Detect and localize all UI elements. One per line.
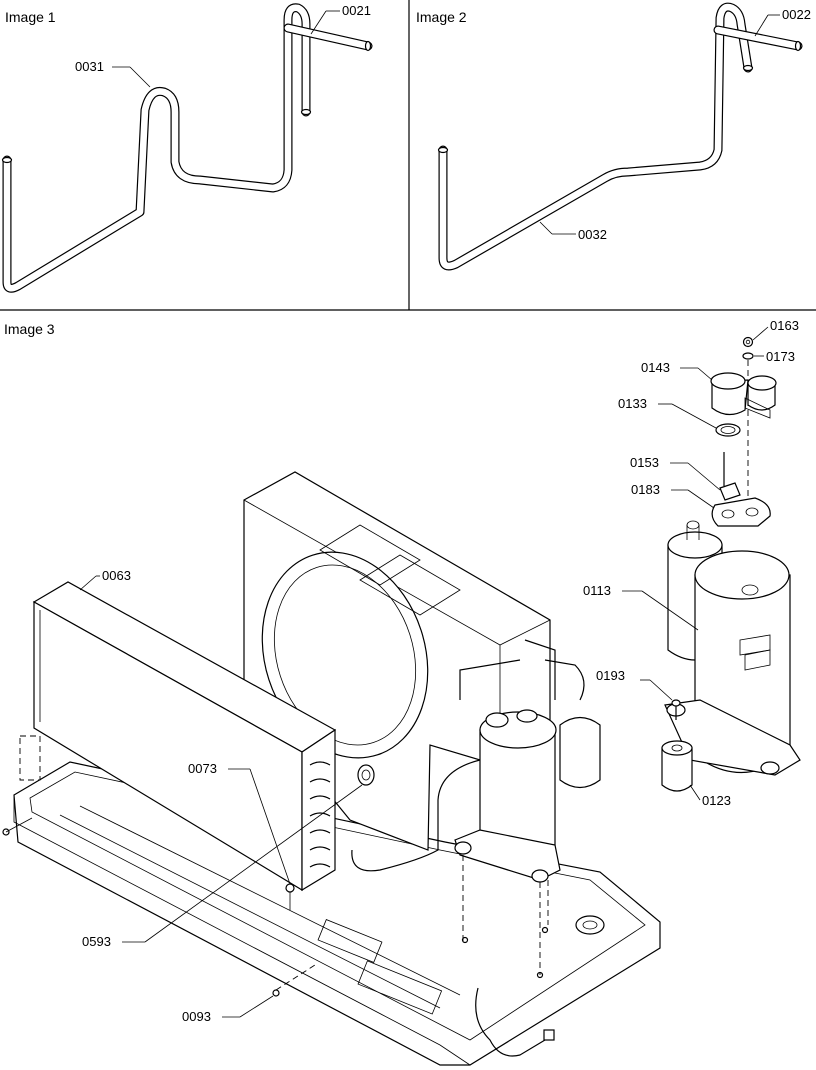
gasket-0133 xyxy=(715,423,741,437)
panel-title-image3: Image 3 xyxy=(4,321,55,337)
washer-0173 xyxy=(742,352,754,510)
svg-text:0022: 0022 xyxy=(782,7,811,22)
svg-text:0073: 0073 xyxy=(188,761,217,776)
screw-0093 xyxy=(272,964,316,997)
svg-text:0183: 0183 xyxy=(631,482,660,497)
nut-0163 xyxy=(742,336,754,348)
svg-text:0031: 0031 xyxy=(75,59,104,74)
callout-0093: 0093 xyxy=(182,995,274,1024)
grommet-0123 xyxy=(661,740,693,792)
screw-0073 xyxy=(285,883,295,910)
overload-0153 xyxy=(719,452,741,501)
callout-0123: 0123 xyxy=(689,784,731,808)
fitting-0021 xyxy=(283,23,373,52)
callout-0113: 0113 xyxy=(583,583,699,631)
svg-text:0133: 0133 xyxy=(618,396,647,411)
condenser-coil-0063 xyxy=(2,581,337,892)
svg-text:0063: 0063 xyxy=(102,568,131,583)
gasket-0183 xyxy=(711,497,771,527)
service-valve-0593 xyxy=(357,764,375,786)
svg-text:0093: 0093 xyxy=(182,1009,211,1024)
callout-0063: 0063 xyxy=(79,568,131,591)
compressor-assembled xyxy=(351,639,601,975)
svg-text:0593: 0593 xyxy=(82,934,111,949)
callout-0593: 0593 xyxy=(82,784,363,949)
svg-text:0193: 0193 xyxy=(596,668,625,683)
compressor-0113 xyxy=(664,520,801,776)
callout-0173: 0173 xyxy=(754,349,795,364)
callout-0032: 0032 xyxy=(539,221,607,242)
svg-text:0123: 0123 xyxy=(702,793,731,808)
callout-0153: 0153 xyxy=(630,455,721,491)
panel-dividers xyxy=(0,0,816,311)
base-pan xyxy=(13,761,661,1066)
tube-0031 xyxy=(1,3,312,293)
terminal-cover-0143 xyxy=(710,372,777,419)
callout-0073: 0073 xyxy=(188,761,291,885)
bolt-0193 xyxy=(671,699,681,720)
callout-0193: 0193 xyxy=(596,668,673,701)
svg-text:0032: 0032 xyxy=(578,227,607,242)
panel-title-image1: Image 1 xyxy=(5,9,56,25)
callout-0022: 0022 xyxy=(754,7,811,37)
callout-0031: 0031 xyxy=(75,59,151,88)
svg-text:0021: 0021 xyxy=(342,3,371,18)
callout-0163: 0163 xyxy=(752,318,799,341)
fitting-0022 xyxy=(713,25,803,52)
svg-text:0153: 0153 xyxy=(630,455,659,470)
callout-0133: 0133 xyxy=(618,396,717,429)
svg-text:0113: 0113 xyxy=(583,583,611,598)
svg-text:0173: 0173 xyxy=(766,349,795,364)
tube-0032 xyxy=(437,2,754,271)
coil-return-bends xyxy=(309,761,331,868)
callout-0183: 0183 xyxy=(631,482,715,509)
panel-title-image2: Image 2 xyxy=(416,9,467,25)
callout-0021: 0021 xyxy=(310,3,371,35)
svg-text:0143: 0143 xyxy=(641,360,670,375)
svg-text:0163: 0163 xyxy=(770,318,799,333)
callout-0143: 0143 xyxy=(641,360,713,381)
